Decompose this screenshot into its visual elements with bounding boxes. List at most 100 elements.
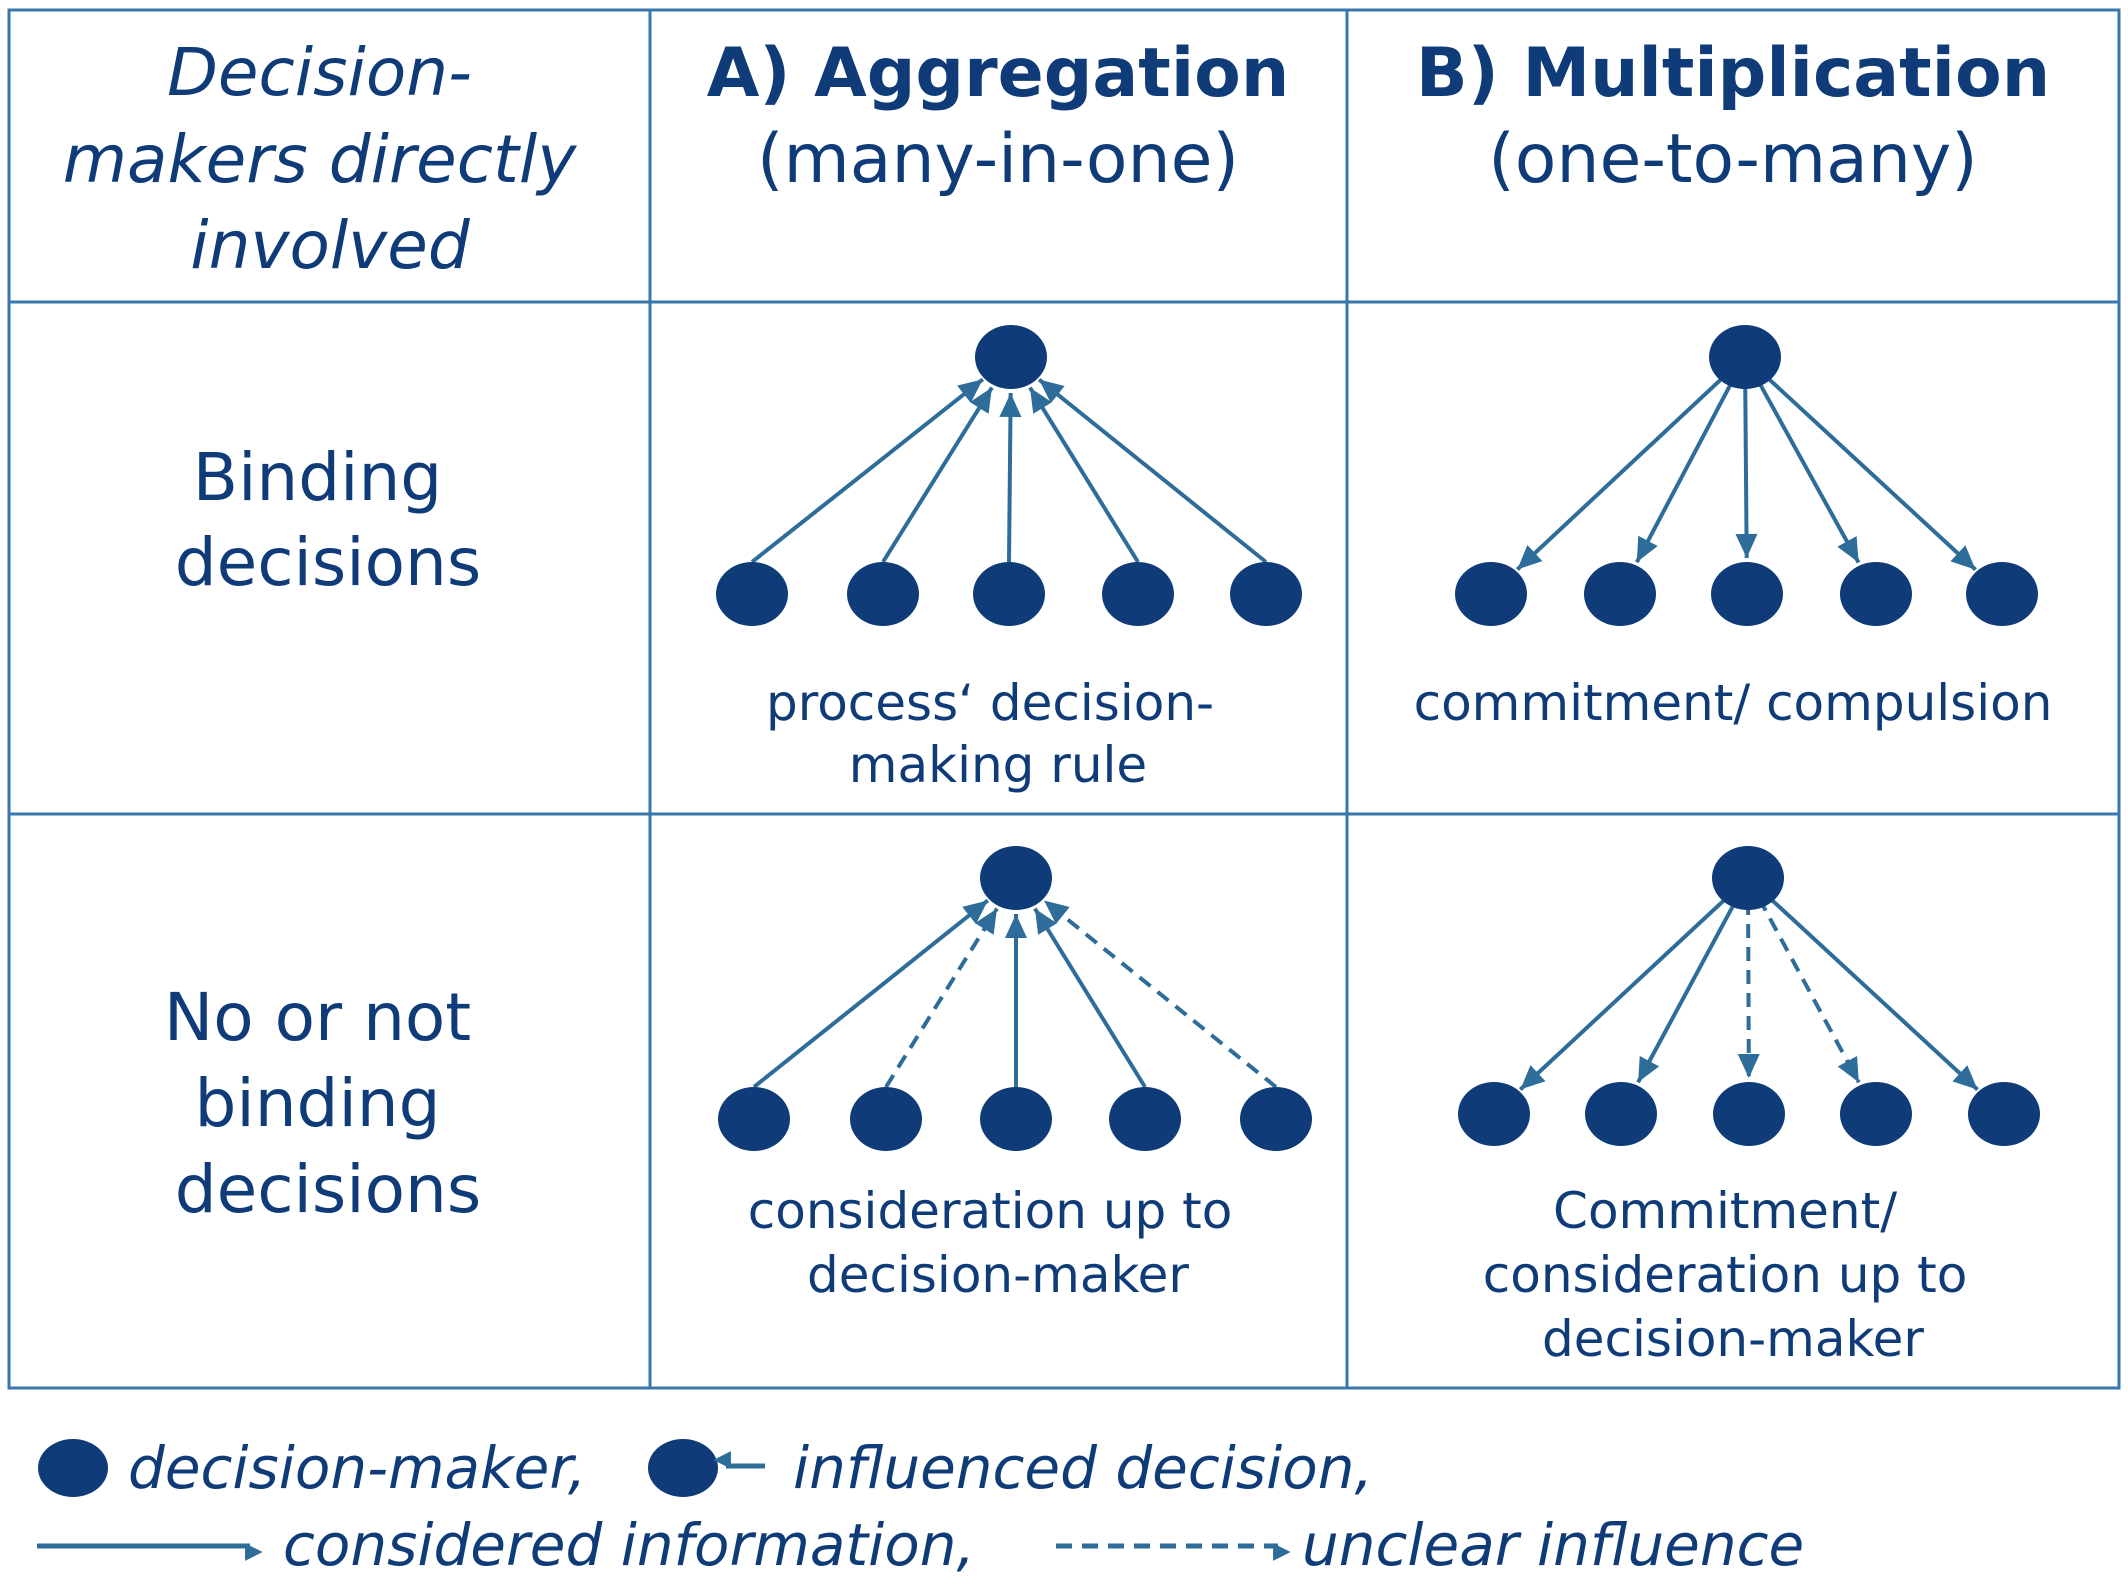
aggregation-binding-diagram [716,325,1302,626]
influence-arrow [1746,876,1979,1092]
decision-maker-node [1585,1082,1657,1146]
influence-arrow [752,898,990,1089]
influence-arrow-head [1737,1053,1760,1079]
influence-arrow [1746,877,1861,1084]
influence-arrow-head [1005,914,1027,938]
influence-arrow-head [1029,387,1052,414]
caption-aggregation-not-binding: consideration up to decision-maker [748,1182,1249,1304]
legend-unclear-influence: unclear influence [1302,1511,1804,1579]
column-a-title: A) Aggregation [707,34,1290,113]
decision-maker-node [1966,562,2038,626]
influence-arrow-head [1039,379,1065,404]
influence-arrow [1746,877,1751,1079]
influence-arrow-head [1837,1056,1859,1083]
decision-maker-node [1109,1087,1181,1151]
decision-maker-node [1230,562,1302,626]
decision-maker-node [980,1087,1052,1151]
influence-arrow-head [1950,545,1976,570]
decision-maker-node [1840,562,1912,626]
decision-maker-node [973,562,1045,626]
influence-arrow-head [957,379,983,403]
influence-arrow [1033,907,1147,1089]
legend-considered-information: considered information, [283,1511,975,1579]
row-2-label-line-1: No or not [164,979,471,1056]
multiplication-not-binding-diagram [1458,846,2040,1146]
decision-maker-node [1455,562,1527,626]
caption-multiplication-binding: commitment/ compulsion [1414,674,2053,732]
header-row: Decision- makers directly involved A) Ag… [63,34,2050,284]
influence-arrow-head [1517,545,1543,570]
influence-arrow [1519,876,1750,1091]
decision-maker-node [1968,1082,2040,1146]
decision-maker-node [1840,1082,1912,1146]
influence-arrow [1743,356,1861,564]
influence-arrow-head [1520,1065,1546,1090]
influence-arrow [1515,355,1747,571]
corner-line-2: makers directly [63,121,578,198]
caption-a1-line-1: process‘ decision- [766,674,1214,732]
caption-multiplication-not-binding: Commitment/ consideration up to decision… [1483,1182,1984,1368]
top-decision-maker-node [1709,325,1781,389]
corner-line-3: involved [190,207,471,284]
decision-maker-node [716,562,788,626]
influence-arrow-head [1952,1065,1978,1090]
top-decision-maker-node [1712,846,1784,910]
influence-arrow-head [1837,536,1859,563]
table-grid [7,8,2121,1390]
influence-arrow-head [1638,1055,1660,1083]
decision-maker-node [718,1087,790,1151]
table-border [7,8,2121,1390]
influence-arrow [1037,377,1268,564]
caption-a1-line-2: making rule [849,736,1147,794]
column-b-title: B) Multiplication [1416,34,2050,113]
influence-arrow [1743,356,1749,559]
decision-maker-node [1584,562,1656,626]
influence-arrow [1028,386,1140,564]
aggregation-not-binding-diagram [718,846,1312,1151]
legend-decision-maker: decision-maker, [128,1434,586,1502]
caption-b2-line-3: decision-maker [1542,1310,1924,1368]
influence-arrow-head [962,900,988,925]
influence-arrow-head [1044,900,1070,925]
legend: decision-maker, influenced decision, con… [37,1434,1804,1579]
influenced-decision-icon [648,1439,765,1497]
row-1-label-line-1: Binding [193,439,442,516]
influence-arrow [884,907,999,1089]
influence-arrow [1635,356,1747,564]
row-label-binding: Binding decisions [175,439,481,601]
row-label-not-binding: No or not binding decisions [164,979,492,1228]
decision-maker-node [1458,1082,1530,1146]
top-decision-maker-node [975,325,1047,389]
influence-arrow-head [974,908,997,935]
decision-maker-node [1711,562,1783,626]
influence-arrow [1743,355,1977,572]
influence-arrow-head [999,392,1022,418]
decision-maker-node [850,1087,922,1151]
influence-arrow [1042,898,1278,1089]
caption-b1-line-1: commitment/ compulsion [1414,674,2053,732]
influence-arrow [881,386,994,564]
caption-b2-line-1: Commitment/ [1553,1182,1897,1240]
legend-influenced-decision: influenced decision, [793,1434,1373,1502]
decision-maker-node [847,562,919,626]
multiplication-binding-diagram [1455,325,2038,626]
row-1-label-line-2: decisions [175,524,481,601]
decision-maker-node-icon [38,1439,108,1497]
influence-arrow-head [1636,535,1658,563]
caption-aggregation-binding: process‘ decision- making rule [766,674,1230,794]
influence-arrow [1636,877,1750,1084]
caption-a2-line-2: decision-maker [807,1246,1189,1304]
decision-maker-node [1713,1082,1785,1146]
corner-header: Decision- makers directly involved [63,34,598,284]
row-2-label-line-2: binding [194,1065,440,1142]
column-b-subtitle: (one-to-many) [1488,120,1977,199]
top-decision-maker-node [980,846,1052,910]
influence-arrow-head [1735,533,1758,559]
decision-maker-node [1102,562,1174,626]
influence-arrow [750,377,985,564]
caption-b2-line-2: consideration up to [1483,1246,1968,1304]
decision-maker-node [1240,1087,1312,1151]
influence-arrow-head [1034,908,1057,935]
influence-arrow [1007,392,1013,563]
